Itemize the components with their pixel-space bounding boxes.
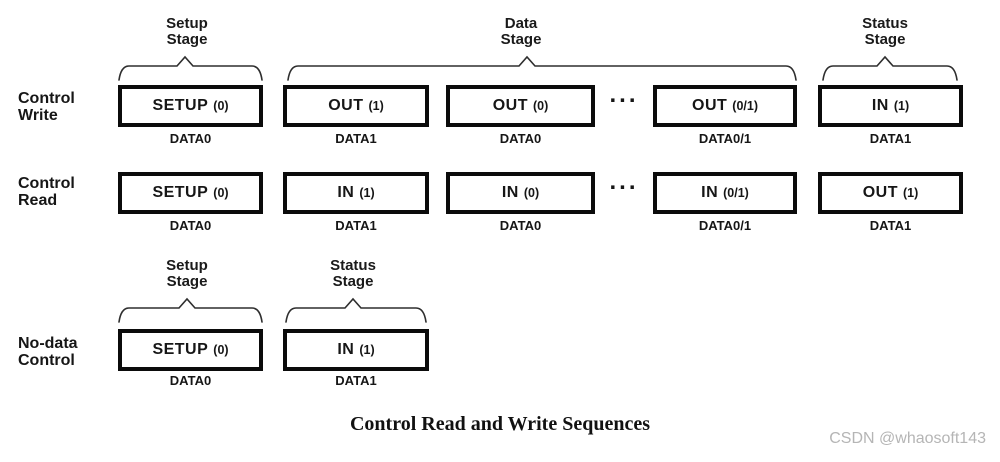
figure-caption: Control Read and Write Sequences xyxy=(349,413,651,435)
stage-label-status: Status Stage xyxy=(830,16,940,48)
packet-seq: (0) xyxy=(213,186,229,200)
data-toggle-label: DATA1 xyxy=(335,373,377,388)
packet-box-cr-setup: SETUP (0) xyxy=(118,172,263,214)
stage-label-line: Data xyxy=(504,15,538,32)
packet-seq: (1) xyxy=(359,343,375,357)
data-toggle-label: DATA1 xyxy=(869,131,912,146)
packet-token: IN xyxy=(337,341,355,358)
data-toggle-label: DATA1 xyxy=(335,131,377,146)
row-label-nodata-control: No-data Control xyxy=(18,335,78,369)
watermark: CSDN @whaosoft143 xyxy=(829,430,986,447)
ellipsis: ... xyxy=(609,168,639,195)
packet-seq: (0/1) xyxy=(723,186,749,200)
row-label-line: Control xyxy=(18,175,75,192)
stage-label-setup: Setup Stage xyxy=(132,16,242,48)
packet-seq: (0) xyxy=(533,99,549,113)
packet-token: OUT xyxy=(492,97,528,114)
packet-token: IN xyxy=(871,97,889,114)
stage-label-line: Setup xyxy=(166,15,208,32)
data-toggle-label: DATA0 xyxy=(499,218,542,233)
packet-seq: (0) xyxy=(213,99,229,113)
packet-token: IN xyxy=(501,184,519,201)
packet-token: SETUP xyxy=(152,184,209,201)
data-toggle-label: DATA0 xyxy=(169,131,212,146)
brace-setup-stage-nodata xyxy=(118,297,263,323)
brace-setup-stage xyxy=(118,55,263,81)
stage-label-setup-nodata: Setup Stage xyxy=(132,258,242,290)
stage-label-status-nodata: Status Stage xyxy=(298,258,408,290)
stage-label-line: Status xyxy=(330,257,376,274)
stage-label-line: Stage xyxy=(864,31,906,48)
data-toggle-label: DATA0/1 xyxy=(698,131,752,146)
data-toggle-label: DATA1 xyxy=(869,218,912,233)
packet-box-cw-in1: IN (1) xyxy=(818,85,963,127)
stage-label-line: Stage xyxy=(166,273,208,290)
packet-box-cw-out1: OUT (1) xyxy=(283,85,429,127)
packet-seq: (1) xyxy=(368,99,384,113)
ellipsis: ... xyxy=(609,81,639,108)
brace-data-stage xyxy=(287,55,797,81)
packet-seq: (0/1) xyxy=(732,99,758,113)
packet-box-nd-setup: SETUP (0) xyxy=(118,329,263,371)
data-toggle-label: DATA1 xyxy=(335,218,377,233)
row-label-line: Control xyxy=(18,352,75,369)
packet-token: OUT xyxy=(862,184,898,201)
data-toggle-label: DATA0 xyxy=(169,373,212,388)
packet-box-cr-in0: IN (0) xyxy=(446,172,595,214)
packet-token: IN xyxy=(701,184,719,201)
packet-token: IN xyxy=(337,184,355,201)
packet-seq: (1) xyxy=(903,186,919,200)
packet-seq: (0) xyxy=(523,186,540,200)
stage-label-line: Setup xyxy=(166,257,208,274)
row-label-line: Write xyxy=(18,107,58,124)
packet-token: SETUP xyxy=(152,97,209,114)
stage-label-data: Data Stage xyxy=(466,16,576,48)
packet-seq: (1) xyxy=(893,99,910,113)
stage-label-line: Status xyxy=(862,15,908,32)
data-toggle-label: DATA0/1 xyxy=(698,218,752,233)
packet-box-cw-out01: OUT (0/1) xyxy=(653,85,797,127)
packet-seq: (0) xyxy=(213,343,229,357)
row-label-line: Read xyxy=(18,192,58,209)
packet-box-nd-in1: IN (1) xyxy=(283,329,429,371)
packet-box-cr-out1: OUT (1) xyxy=(818,172,963,214)
stage-label-line: Stage xyxy=(166,31,208,48)
packet-box-cr-in01: IN (0/1) xyxy=(653,172,797,214)
stage-label-line: Stage xyxy=(332,273,374,290)
packet-token: SETUP xyxy=(152,341,209,358)
row-label-control-read: Control Read xyxy=(18,175,75,209)
brace-status-stage-nodata xyxy=(285,297,427,323)
data-toggle-label: DATA0 xyxy=(169,218,212,233)
stage-label-line: Stage xyxy=(500,31,542,48)
row-label-control-write: Control Write xyxy=(18,90,75,124)
row-label-line: No-data xyxy=(18,335,78,352)
row-label-line: Control xyxy=(18,90,75,107)
brace-status-stage xyxy=(822,55,958,81)
packet-box-cw-out0: OUT (0) xyxy=(446,85,595,127)
packet-seq: (1) xyxy=(359,186,375,200)
packet-box-cw-setup: SETUP (0) xyxy=(118,85,263,127)
packet-box-cr-in1: IN (1) xyxy=(283,172,429,214)
data-toggle-label: DATA0 xyxy=(499,131,542,146)
packet-token: OUT xyxy=(328,97,364,114)
packet-token: OUT xyxy=(692,97,728,114)
